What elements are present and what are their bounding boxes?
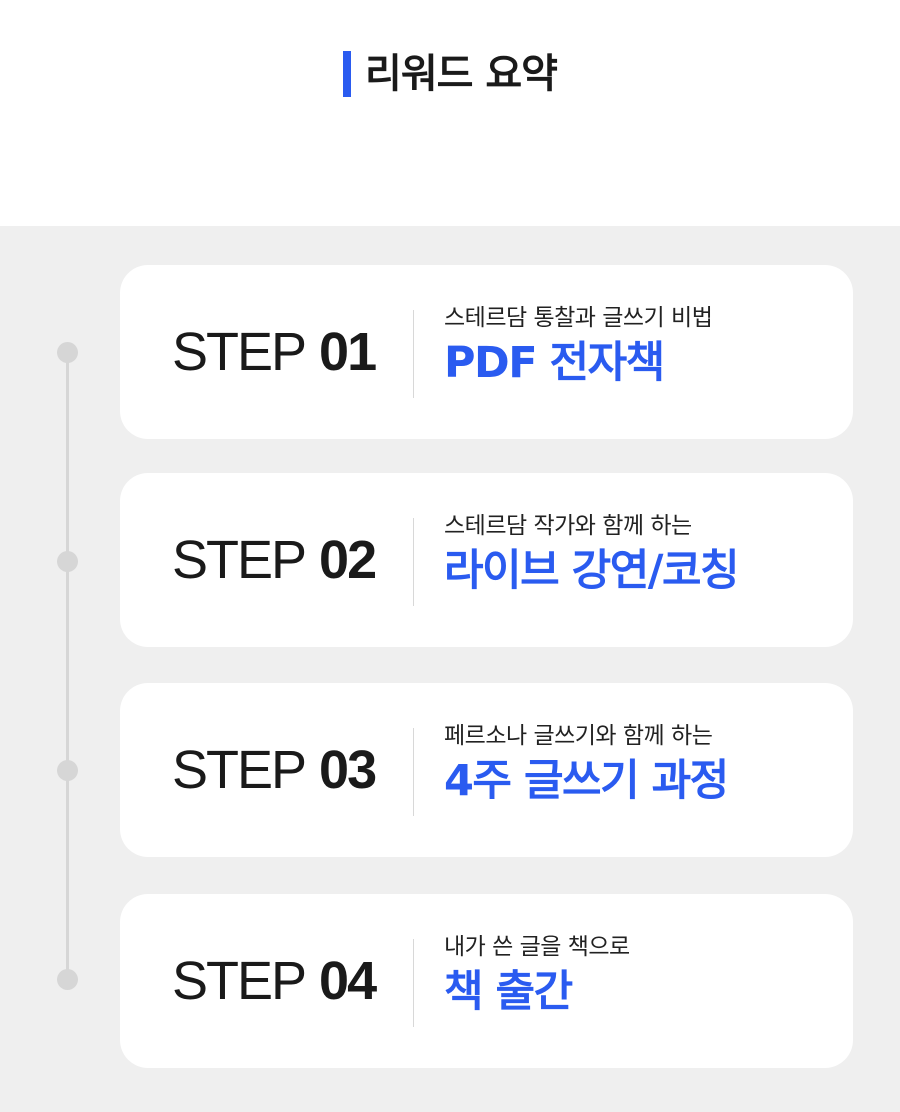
timeline-dot [57,551,78,572]
step-label: STEP 02 [172,473,377,647]
step-title: 책 출간 [444,967,573,1017]
card-divider [413,939,414,1027]
step-card-2: STEP 02 스테르담 작가와 함께 하는 라이브 강연/코칭 [120,473,853,647]
header-section: 리워드 요약 [0,0,900,226]
step-title: PDF 전자책 [444,338,665,388]
step-text: 스테르담 통찰과 글쓰기 비법 PDF 전자책 [444,301,844,391]
step-text: 페르소나 글쓰기와 함께 하는 4주 글쓰기 과정 [444,719,844,809]
step-label: STEP 03 [172,683,377,857]
card-divider [413,518,414,606]
title-accent-bar [343,51,352,97]
step-title: 라이브 강연/코칭 [444,546,740,596]
section-title: 리워드 요약 [0,44,900,104]
step-text: 스테르담 작가와 함께 하는 라이브 강연/코칭 [444,509,844,599]
step-label: STEP 01 [172,265,377,439]
step-subtitle: 스테르담 통찰과 글쓰기 비법 [444,305,713,331]
timeline-dot [57,760,78,781]
page-title: 리워드 요약 [365,51,558,97]
step-number: 02 [319,530,377,590]
step-card-3: STEP 03 페르소나 글쓰기와 함께 하는 4주 글쓰기 과정 [120,683,853,857]
timeline-dot [57,969,78,990]
step-word: STEP [172,951,307,1011]
step-label: STEP 04 [172,894,377,1068]
step-card-1: STEP 01 스테르담 통찰과 글쓰기 비법 PDF 전자책 [120,265,853,439]
step-title: 4주 글쓰기 과정 [444,756,729,806]
step-number: 04 [319,951,377,1011]
step-number: 01 [319,322,377,382]
step-card-4: STEP 04 내가 쓴 글을 책으로 책 출간 [120,894,853,1068]
step-word: STEP [172,740,307,800]
step-word: STEP [172,530,307,590]
timeline-line [66,352,69,980]
step-number: 03 [319,740,377,800]
card-divider [413,728,414,816]
step-subtitle: 스테르담 작가와 함께 하는 [444,513,692,539]
step-subtitle: 페르소나 글쓰기와 함께 하는 [444,723,713,749]
card-divider [413,310,414,398]
step-word: STEP [172,322,307,382]
step-subtitle: 내가 쓴 글을 책으로 [444,934,630,960]
step-text: 내가 쓴 글을 책으로 책 출간 [444,930,844,1020]
timeline-dot [57,342,78,363]
